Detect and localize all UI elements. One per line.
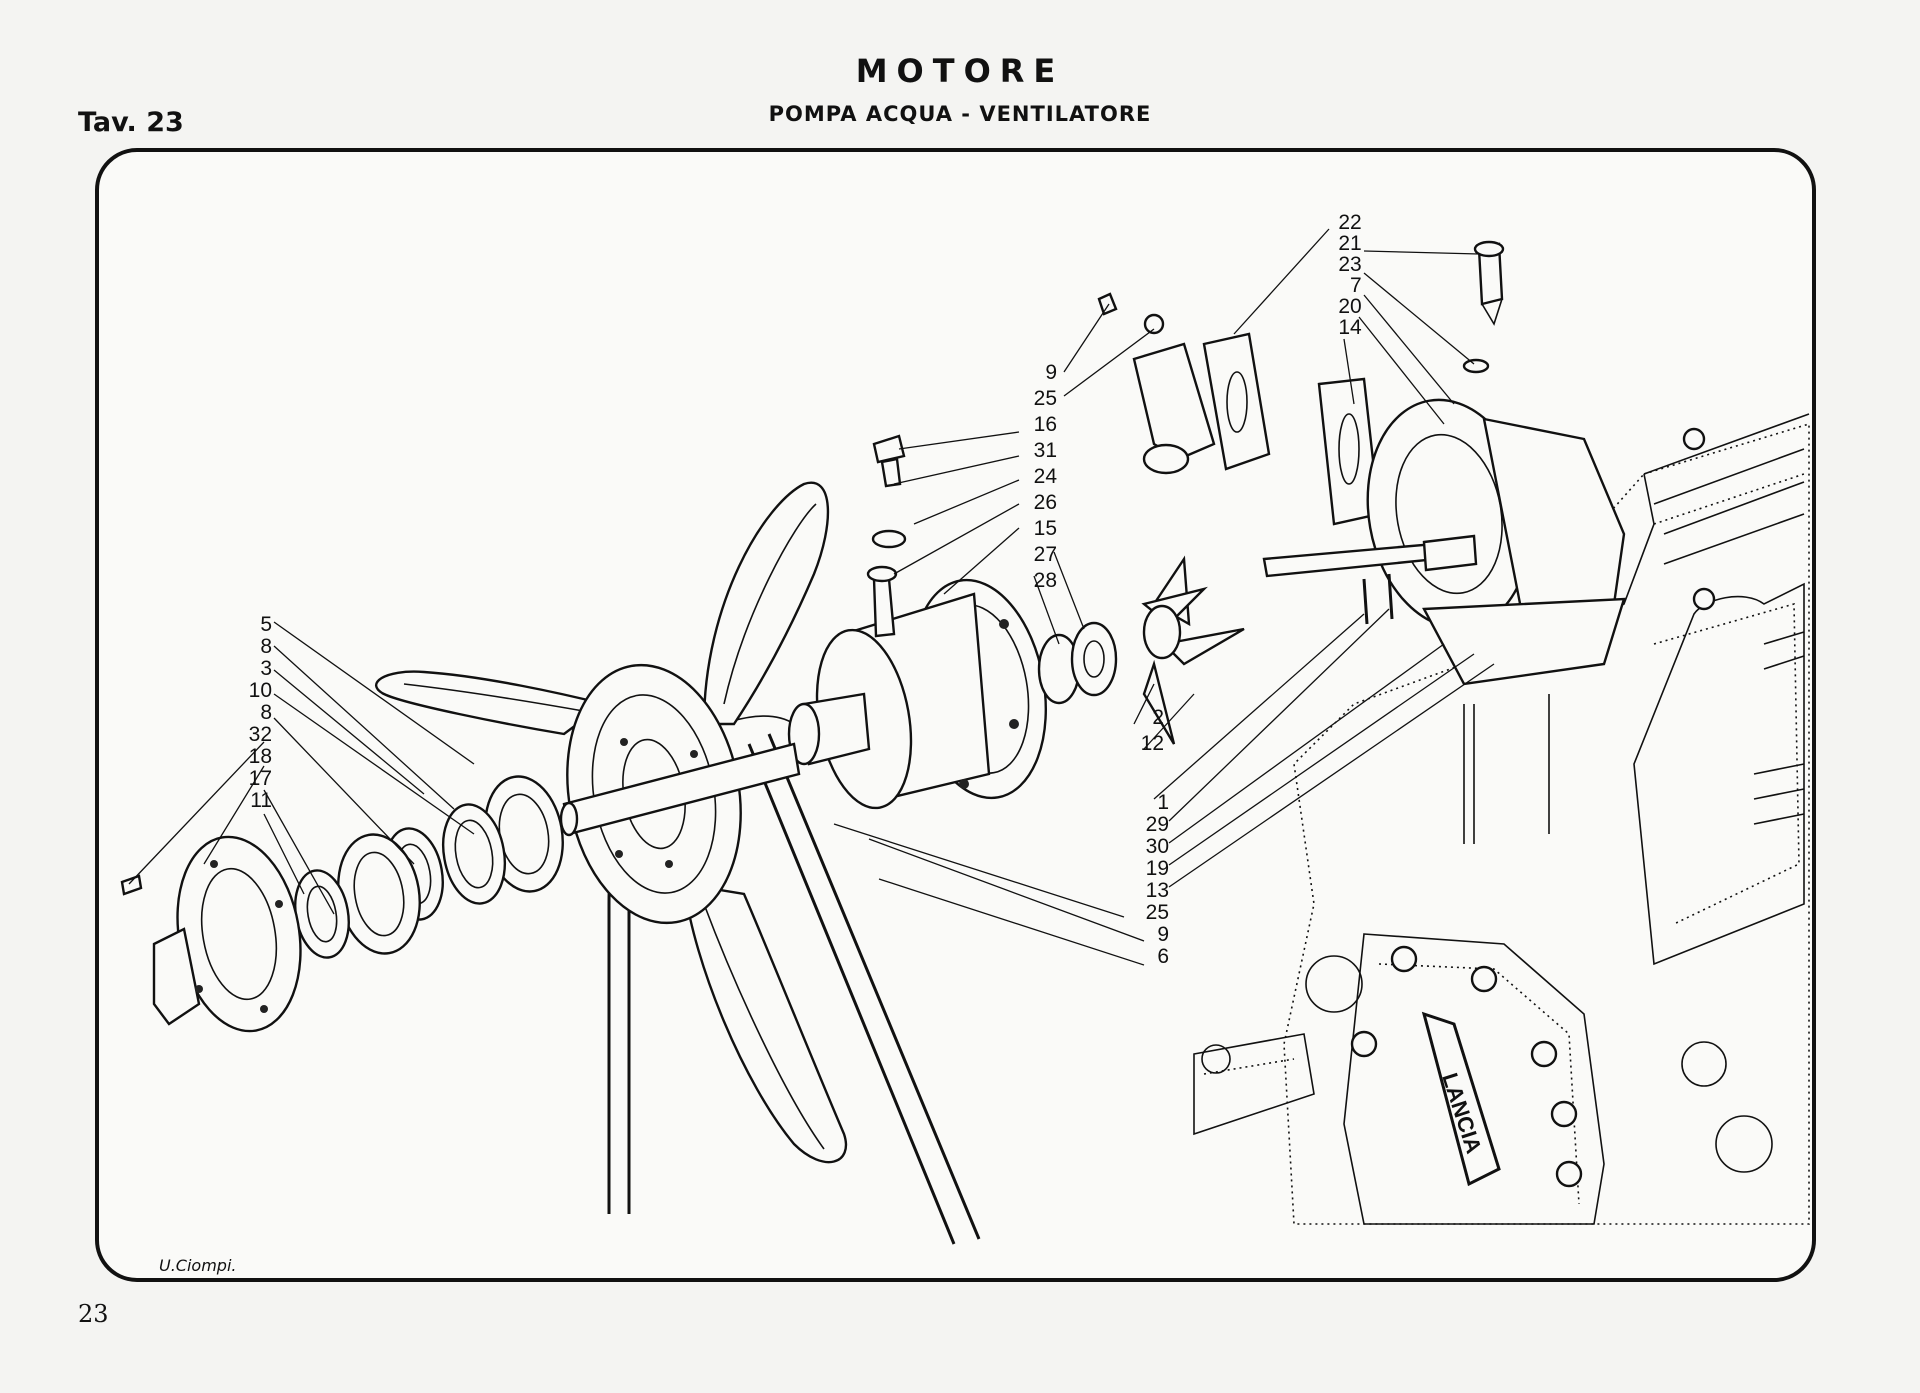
callout-label: 14 xyxy=(1338,316,1362,339)
callout-label: 23 xyxy=(1338,253,1362,276)
bearings xyxy=(294,775,564,959)
callout-label: 13 xyxy=(1145,879,1169,902)
outlet-elbow xyxy=(871,292,1271,549)
callout-label: 21 xyxy=(1338,232,1362,255)
callout-label: 31 xyxy=(1033,439,1057,462)
callouts-left: 5 8 3 10 8 32 18 17 11 xyxy=(232,613,272,811)
callout-label: 1 xyxy=(1157,791,1169,814)
lancia-badge: LANCIA xyxy=(1437,1070,1486,1157)
callout-label: 9 xyxy=(1157,923,1169,946)
shaft xyxy=(559,742,801,837)
callout-label: 27 xyxy=(1033,543,1057,566)
callout-label: 28 xyxy=(1033,569,1057,592)
callout-label: 29 xyxy=(1145,813,1169,836)
callout-label: 17 xyxy=(248,767,272,790)
callout-label: 32 xyxy=(248,723,272,746)
callout-label: 18 xyxy=(248,745,272,768)
callout-label: 26 xyxy=(1033,491,1057,514)
pump-housing xyxy=(1262,240,1626,686)
callout-label: 15 xyxy=(1033,517,1057,540)
callout-label: 10 xyxy=(248,679,272,702)
page-title: MOTORE xyxy=(855,52,1065,90)
callout-label: 20 xyxy=(1338,295,1362,318)
callout-label: 25 xyxy=(1145,901,1169,924)
callout-label: 19 xyxy=(1145,857,1169,880)
diagram-frame: LANCIA xyxy=(95,148,1816,1282)
callout-label: 30 xyxy=(1145,835,1169,858)
callout-label: 7 xyxy=(1350,274,1362,297)
exploded-view-illustration: LANCIA xyxy=(120,228,1810,1245)
callout-label: 11 xyxy=(250,789,272,812)
callout-label: 6 xyxy=(1157,945,1169,968)
callout-label: 2 xyxy=(1152,706,1164,729)
callout-label: 22 xyxy=(1338,211,1362,234)
rear-flange xyxy=(120,835,302,1033)
impeller xyxy=(1037,555,1245,745)
page-subtitle: POMPA ACQUA - VENTILATORE xyxy=(768,102,1152,126)
callout-label: 24 xyxy=(1033,465,1057,488)
callout-label: 25 xyxy=(1033,387,1057,410)
callouts-top-right: 22 21 23 7 20 14 xyxy=(1332,211,1362,339)
artist-signature: U.Ciompi. xyxy=(159,1256,237,1275)
page-number: 23 xyxy=(78,1300,109,1328)
callouts-center-top: 9 25 16 31 24 26 15 27 28 xyxy=(1017,362,1057,591)
callouts-impeller: 2 12 xyxy=(1134,707,1164,754)
callouts-right-lower: 1 29 30 19 13 25 9 6 xyxy=(1129,787,1169,967)
leader-lines xyxy=(128,228,1495,966)
callout-label: 12 xyxy=(1140,732,1164,755)
callout-label: 5 xyxy=(260,613,272,636)
callout-label: 16 xyxy=(1033,413,1057,436)
pump-body xyxy=(787,565,1048,810)
callout-label: 3 xyxy=(260,657,272,680)
callout-label: 8 xyxy=(260,635,272,658)
cover-bolts xyxy=(1350,945,1583,1188)
callout-label: 9 xyxy=(1045,361,1057,384)
callout-label: 8 xyxy=(260,701,272,724)
plate-number: Tav. 23 xyxy=(78,107,184,138)
